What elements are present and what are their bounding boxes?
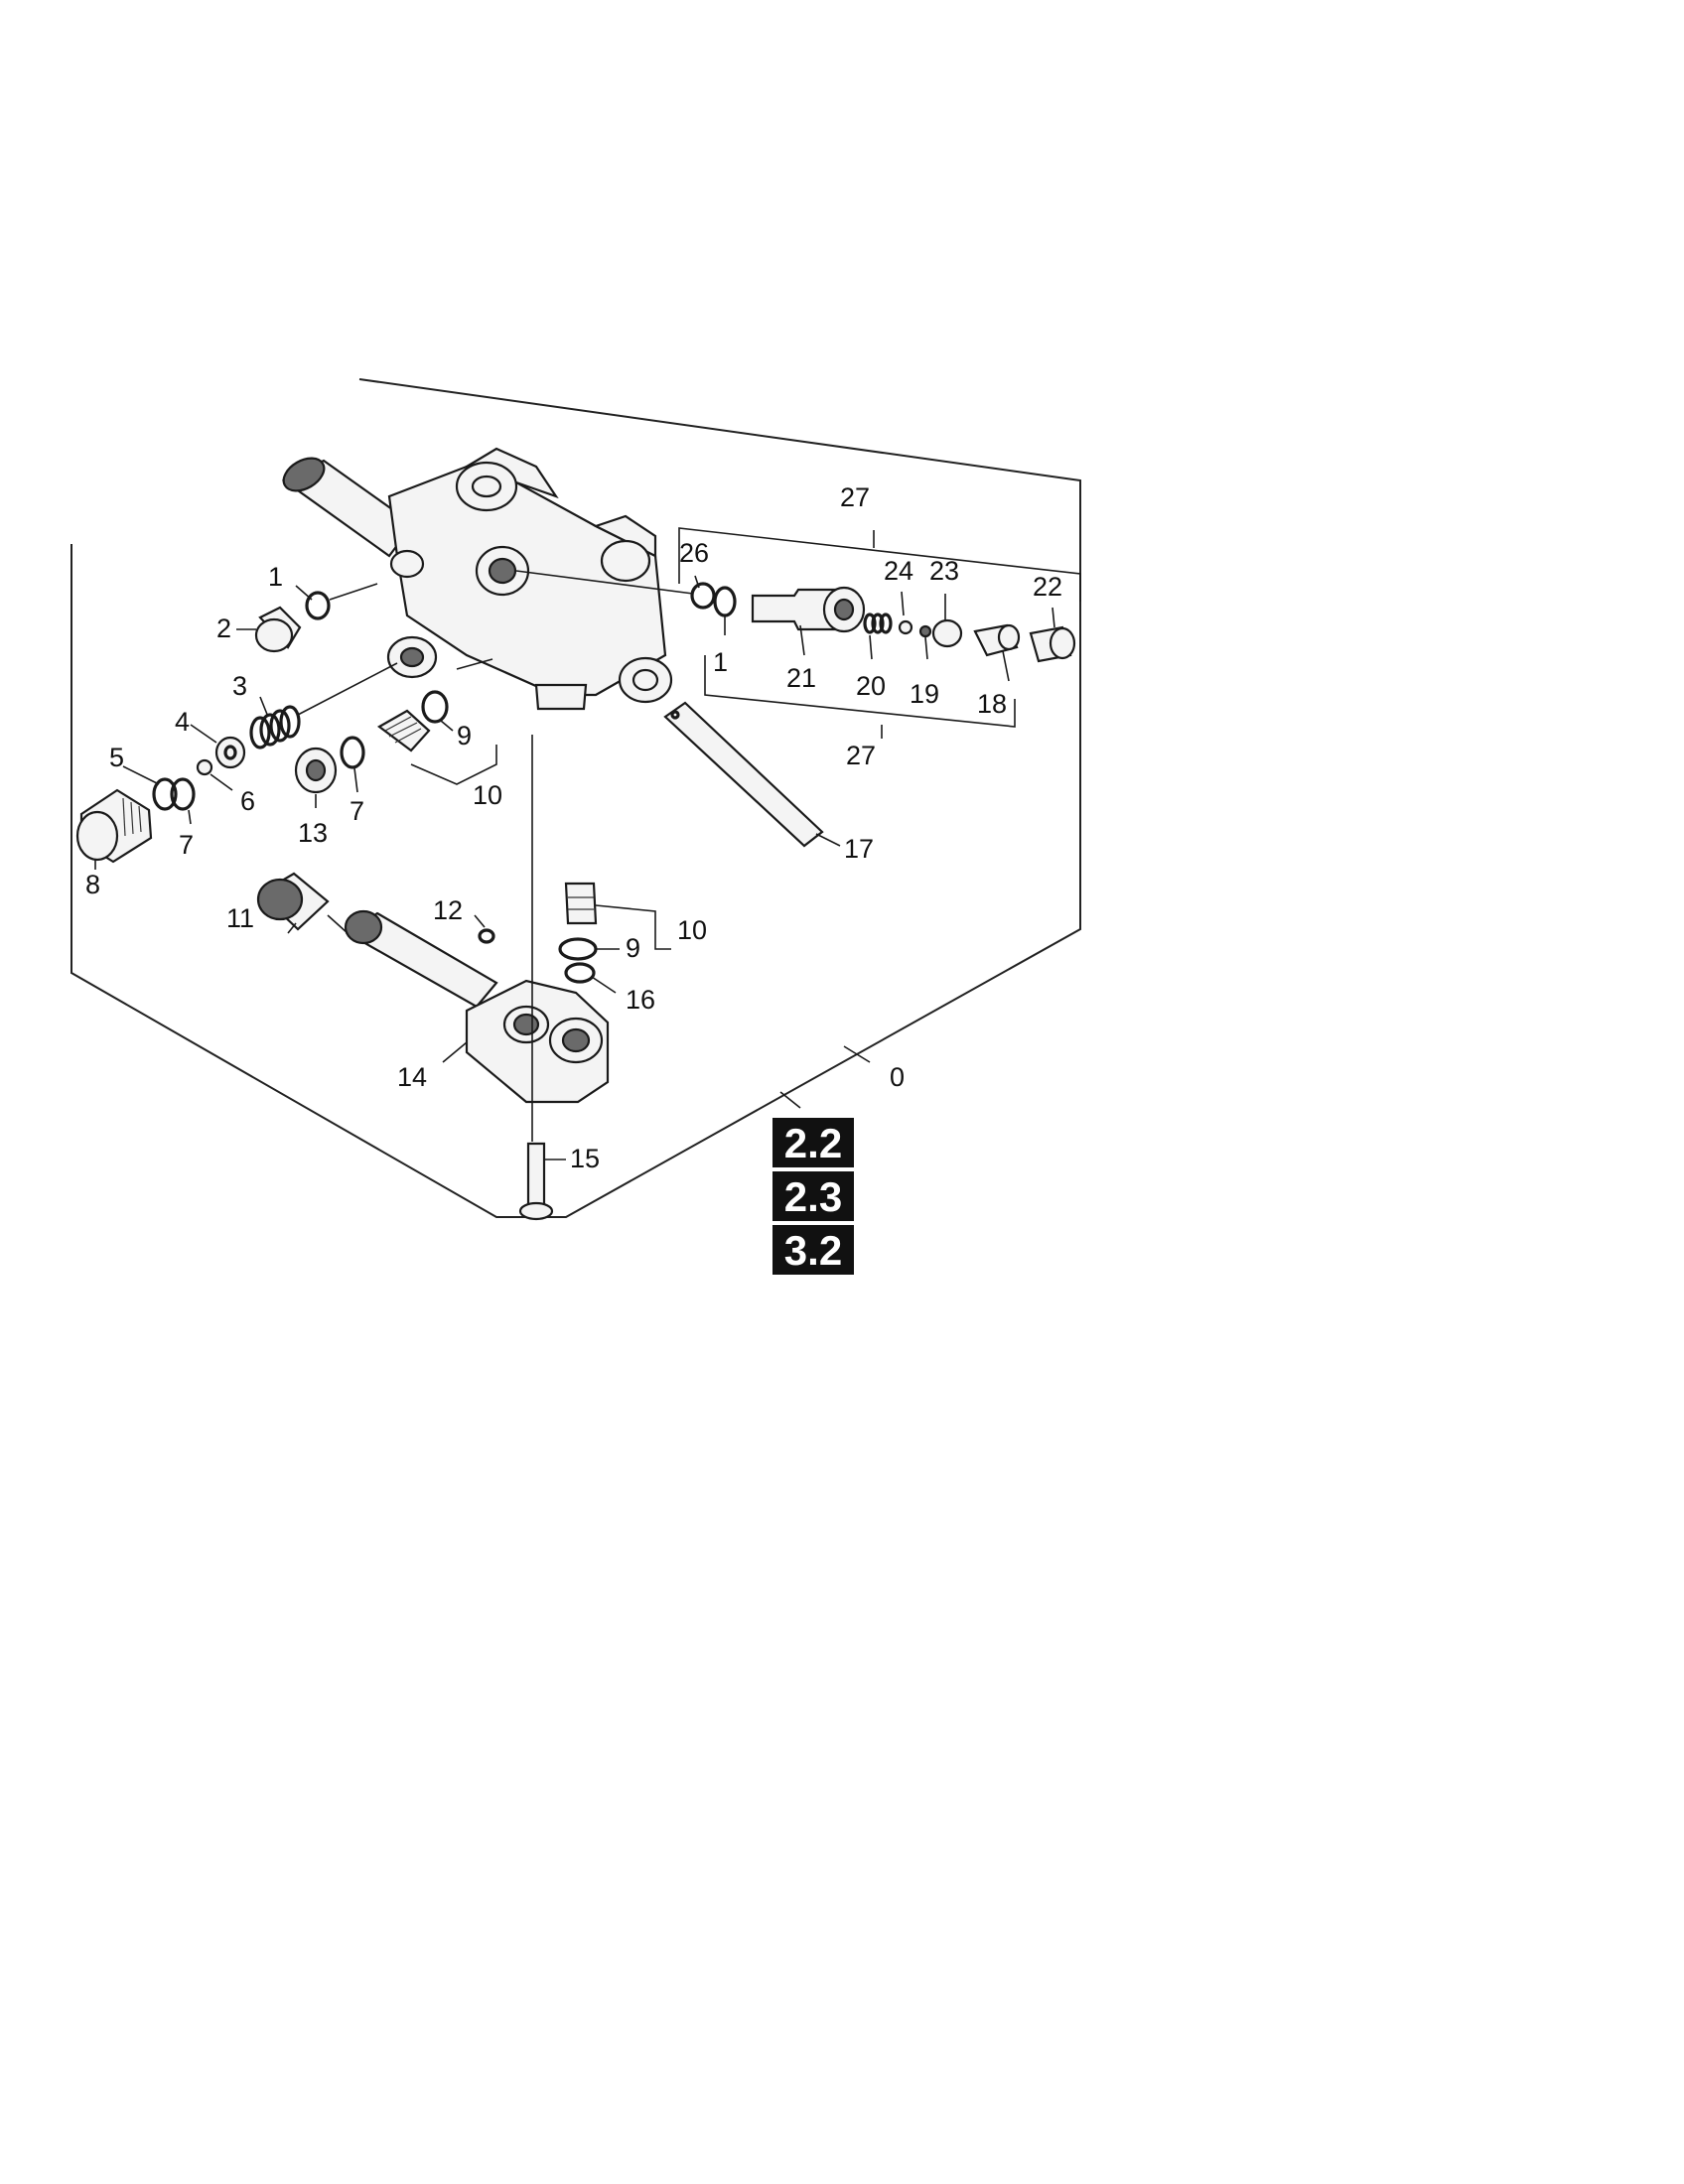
- callout-27-top: 27: [840, 482, 870, 512]
- spring-3: [249, 705, 301, 750]
- callout-12: 12: [433, 895, 463, 925]
- lower-manifold: [256, 872, 610, 1221]
- callout-2: 2: [216, 614, 231, 643]
- badge-2-3: 2.3: [784, 1173, 842, 1220]
- callout-1-right: 1: [713, 647, 728, 677]
- callout-4: 4: [175, 707, 190, 737]
- badge-box-1: [772, 1118, 854, 1167]
- callout-16: 16: [626, 985, 655, 1015]
- callout-10-upper: 10: [473, 780, 502, 810]
- callout-21: 21: [786, 663, 816, 693]
- callout-6: 6: [240, 786, 255, 816]
- callout-24: 24: [884, 556, 913, 586]
- callout-7-left: 7: [179, 830, 194, 860]
- callout-1-left: 1: [268, 562, 283, 592]
- leader-lines: [94, 530, 1055, 1160]
- callout-8: 8: [85, 870, 100, 899]
- left-valve-stack: [75, 591, 449, 864]
- badge-box-2: [772, 1171, 854, 1221]
- callout-labels: 1 2 3 4 5 6 7 7 8 9 9 10 10 11 12 13 14 …: [85, 482, 1062, 1173]
- callout-27-bottom: 27: [846, 741, 876, 770]
- callout-11: 11: [226, 903, 254, 933]
- callout-5: 5: [109, 743, 124, 772]
- gasket-17: [663, 701, 824, 848]
- callout-14: 14: [397, 1062, 427, 1092]
- callout-13: 13: [298, 818, 328, 848]
- reference-badges: 2.2 2.3 3.2: [772, 1118, 854, 1275]
- badge-3-2: 3.2: [784, 1227, 842, 1274]
- callout-9-upper: 9: [457, 721, 472, 751]
- callout-19: 19: [910, 679, 939, 709]
- callout-3: 3: [232, 671, 247, 701]
- callout-20: 20: [856, 671, 886, 701]
- callout-7-middle: 7: [350, 796, 364, 826]
- assembly-frame: [70, 378, 1081, 1218]
- callout-26: 26: [679, 538, 709, 568]
- cartridge-grid: [384, 716, 422, 744]
- callout-23: 23: [929, 556, 959, 586]
- pump-head-body: [281, 447, 673, 711]
- callout-10-lower: 10: [677, 915, 707, 945]
- callout-0: 0: [890, 1062, 905, 1092]
- callout-9-lower: 9: [626, 933, 640, 963]
- spring-20: [863, 613, 893, 634]
- right-valve-group: [678, 527, 1081, 728]
- thread-8: [122, 797, 142, 837]
- badge-box-3: [772, 1225, 854, 1275]
- badge-2-2: 2.2: [784, 1120, 842, 1166]
- callout-22: 22: [1033, 572, 1062, 602]
- callout-15: 15: [570, 1144, 600, 1173]
- callout-18: 18: [977, 689, 1007, 719]
- callout-17: 17: [844, 834, 874, 864]
